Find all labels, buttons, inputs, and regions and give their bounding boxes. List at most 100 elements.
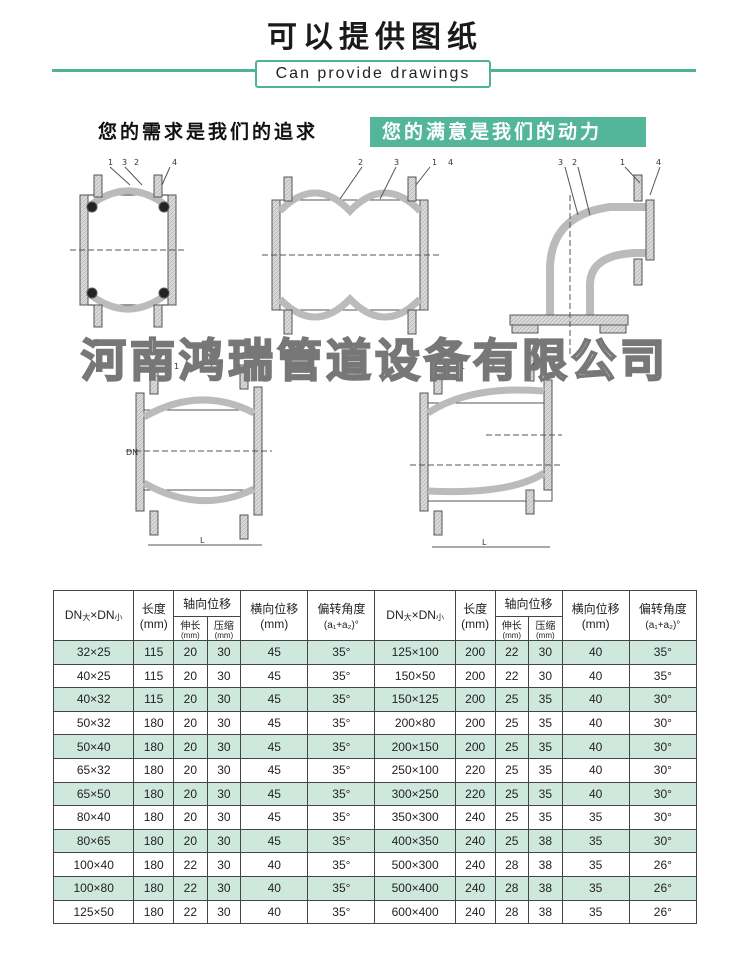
slogan-left: 您的需求是我们的追求 — [98, 121, 319, 143]
table-cell: 20 — [173, 828, 208, 854]
head-lateral-2: 横向位移(mm) — [561, 590, 630, 641]
table-cell: 26° — [628, 899, 698, 925]
table-cell: 26° — [628, 852, 698, 877]
table-cell: 45 — [240, 663, 309, 689]
table-cell: 35° — [307, 875, 376, 901]
table-cell: 38 — [528, 875, 563, 901]
table-cell: 125×50 — [52, 899, 135, 925]
table-cell: 40 — [561, 781, 630, 807]
drawing4-dim-L: L — [200, 536, 205, 545]
table-cell: 35° — [307, 640, 376, 665]
table-cell: 150×50 — [374, 663, 456, 689]
table-cell: 30 — [206, 828, 242, 854]
table-cell: 30° — [628, 757, 698, 783]
table-cell: 200 — [454, 640, 496, 665]
table-cell: 30° — [628, 828, 698, 854]
drawing5-dim-L: L — [482, 538, 487, 547]
table-cell: 25 — [494, 687, 530, 712]
table-cell: 30 — [206, 663, 242, 689]
table-cell: 300×250 — [374, 781, 456, 807]
table-cell: 35° — [307, 899, 376, 925]
table-cell: 40×25 — [52, 663, 135, 689]
table-cell: 20 — [173, 687, 208, 712]
table-cell: 180 — [133, 710, 175, 736]
table-cell: 40 — [561, 640, 630, 665]
drawing3-label-1: 3 — [558, 158, 563, 167]
table-cell: 30° — [628, 710, 698, 736]
drawing-elbow: 3 2 1 4 — [509, 158, 661, 355]
drawing2-label-1: 2 — [358, 158, 363, 167]
table-cell: 180 — [133, 805, 175, 830]
title-rule-left — [52, 69, 260, 72]
drawing-reducer-sphere: L DN 1 3 2 4 — [126, 362, 272, 546]
table-cell: 35° — [307, 852, 376, 877]
table-cell: 115 — [133, 640, 175, 665]
table-cell: 35° — [307, 663, 376, 689]
table-cell: 115 — [133, 687, 175, 712]
drawing5-label-4: 4 — [530, 362, 535, 371]
table-cell: 240 — [454, 899, 496, 925]
table-cell: 35 — [561, 805, 630, 830]
table-cell: 180 — [133, 852, 175, 877]
table-cell: 30 — [528, 640, 563, 665]
table-cell: 35° — [628, 640, 698, 665]
drawing2-label-3: 1 — [432, 158, 437, 167]
table-cell: 250×100 — [374, 757, 456, 783]
drawing5-label-3: 2 — [504, 362, 509, 371]
drawing3-label-3: 1 — [620, 158, 625, 167]
table-cell: 400×350 — [374, 828, 456, 854]
drawing3-label-2: 2 — [572, 158, 577, 167]
head-angle: 偏转角度(a₁+a₂)° — [307, 590, 376, 641]
drawing4-label-1: 1 — [174, 362, 179, 371]
table-cell: 40 — [561, 757, 630, 783]
table-cell: 30 — [206, 640, 242, 665]
table-cell: 240 — [454, 875, 496, 901]
table-cell: 35 — [528, 805, 563, 830]
table-cell: 25 — [494, 734, 530, 759]
table-cell: 35° — [307, 805, 376, 830]
table-cell: 20 — [173, 757, 208, 783]
table-cell: 35° — [307, 710, 376, 736]
table-cell: 25 — [494, 757, 530, 783]
head-extend-2: 伸长(mm) — [494, 616, 530, 641]
table-cell: 40 — [561, 710, 630, 736]
technical-drawings: 1 3 2 4 2 3 1 4 — [70, 158, 661, 548]
table-cell: 115 — [133, 663, 175, 689]
table-cell: 30 — [206, 875, 242, 901]
table-cell: 30 — [206, 710, 242, 736]
table-cell: 50×32 — [52, 710, 135, 736]
spec-table: DN大×DN小 长度(mm) 轴向位移 横向位移(mm) 偏转角度(a₁+a₂)… — [52, 590, 698, 925]
table-cell: 30° — [628, 687, 698, 712]
table-cell: 28 — [494, 852, 530, 877]
table-cell: 80×65 — [52, 828, 135, 854]
drawing5-label-1: 1 — [460, 362, 465, 371]
table-cell: 25 — [494, 710, 530, 736]
table-cell: 30° — [628, 734, 698, 759]
drawing1-label-3: 2 — [134, 158, 139, 167]
subtitle: Can provide drawings — [255, 60, 491, 88]
table-cell: 35° — [307, 687, 376, 712]
table-cell: 45 — [240, 805, 309, 830]
drawing1-label-4: 4 — [172, 158, 177, 167]
table-cell: 22 — [173, 899, 208, 925]
table-cell: 35° — [307, 828, 376, 854]
table-cell: 65×32 — [52, 757, 135, 783]
table-cell: 45 — [240, 734, 309, 759]
drawing-single-sphere: 1 3 2 4 — [70, 158, 186, 328]
table-cell: 30 — [206, 805, 242, 830]
drawing4-label-4: 4 — [250, 362, 255, 371]
head-axial: 轴向位移 — [173, 590, 242, 617]
title-rule-right — [490, 69, 696, 72]
table-cell: 40 — [240, 875, 309, 901]
table-cell: 65×50 — [52, 781, 135, 807]
table-cell: 40 — [561, 687, 630, 712]
table-cell: 240 — [454, 828, 496, 854]
table-cell: 180 — [133, 734, 175, 759]
table-cell: 30 — [206, 734, 242, 759]
